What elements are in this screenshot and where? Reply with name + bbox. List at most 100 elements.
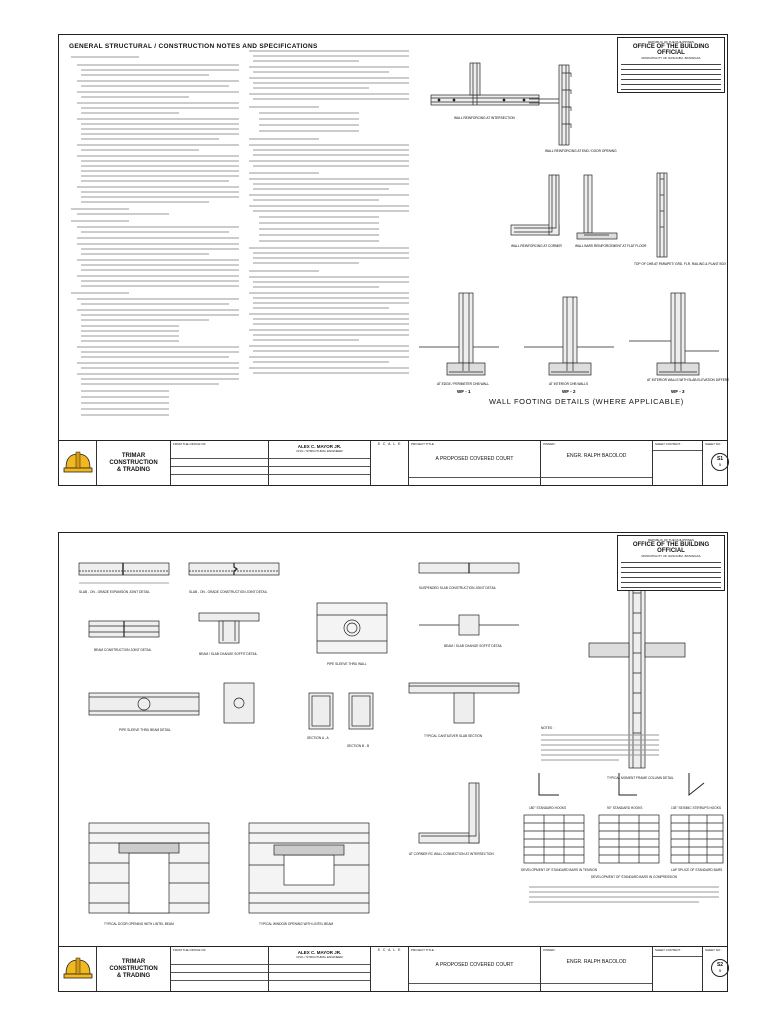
company-line-1: TRIMAR	[121, 958, 146, 965]
sheet-content-label: SHEET CONTENT :	[655, 442, 682, 446]
detail-label-7: AT INTERIOR WALLS WITH SLAB ELEVATION DI…	[647, 378, 729, 382]
company-line-2: CONSTRUCTION	[109, 965, 158, 972]
moment-frame-column	[588, 557, 686, 769]
detail-label-2-0: SLAB - ON - GRADE EXPANSION JOINT DETAIL	[79, 590, 150, 594]
sheet-number-badge-2: S2 5	[711, 959, 729, 977]
detail-label-2-8: TYPICAL CANTILEVER SLAB SECTION	[424, 734, 483, 738]
wall-reinforcing-end	[529, 64, 572, 146]
sheet-number-badge: S1 5	[711, 453, 729, 471]
sheet-number-cell-2: SHEET NO : S2 5	[703, 947, 729, 991]
slab-expansion-joint	[78, 562, 170, 584]
detail-label-2-6: BEAM / SLAB CHANGE SOFFIT DETAIL	[444, 644, 503, 648]
sheet-number: S1	[716, 456, 724, 462]
title-block: TRIMAR CONSTRUCTION & TRADING FROM THE O…	[59, 440, 729, 485]
detail-label-2-17: 90° STANDARD HOOKS	[607, 806, 642, 810]
scale-cell: S C A L E	[371, 441, 409, 485]
project-label-2: PROJECT TITLE :	[411, 948, 436, 952]
hardhat-icon	[63, 957, 92, 979]
window-opening-lintel	[248, 822, 370, 914]
detail-label-2-20: DEVELOPMENT OF STANDARD BARS IN COMPRESS…	[591, 875, 678, 879]
hook-tables	[523, 773, 724, 864]
sheet-number-label-2: SHEET NO :	[705, 948, 722, 952]
sheet-content-label-2: SHEET CONTENT :	[655, 948, 682, 952]
detail-label-2-10: TYPICAL DOOR OPENING WITH LINTEL BEAM	[104, 922, 174, 926]
owner-name: ENGR. RALPH BACOLOD	[566, 453, 627, 459]
office-title: OFFICE OF THE BUILDING OFFICIAL	[632, 44, 710, 57]
company-logo-2	[59, 947, 97, 991]
owner-cell-2: OWNER : ENGR. RALPH BACOLOD	[541, 947, 653, 991]
detail-label-2-18: 135° SEISMIC STIRRUPS HOOKS	[671, 806, 721, 810]
sheet-total: 5	[718, 462, 722, 467]
sheet-content-cell-2: SHEET CONTENT :	[653, 947, 703, 991]
pipe-sleeve-wall	[316, 602, 388, 654]
building-official-box: REPUBLIC OF THE PHILIPPINES OFFICE OF TH…	[617, 37, 725, 94]
owner-cell: OWNER : ENGR. RALPH BACOLOD	[541, 441, 653, 485]
office-label: FROM THE OFFICE OF:	[173, 442, 207, 446]
sheet-content-cell: SHEET CONTENT :	[653, 441, 703, 485]
project-name-2: A PROPOSED COVERED COURT	[435, 962, 514, 968]
detail-label-2-9: TYPICAL MOMENT FRAME COLUMN DETAIL	[607, 776, 674, 780]
wall-reinforcing-intersection	[430, 62, 540, 106]
parapet-top-detail	[656, 172, 668, 258]
sheet-number-2: S2	[716, 962, 724, 968]
prepared-name: ALEX C. MAYOR JR.	[297, 444, 342, 449]
detail-label-6: AT INTERIOR CHB WALLS	[549, 382, 588, 386]
notes-title: GENERAL STRUCTURAL / CONSTRUCTION NOTES …	[69, 43, 318, 50]
scale-cell-2: S C A L E	[371, 947, 409, 991]
office-cell-2: FROM THE OFFICE OF:	[171, 947, 269, 991]
building-official-box-2: REPUBLIC OF THE PHILIPPINES OFFICE OF TH…	[617, 535, 725, 592]
republic-label: REPUBLIC OF THE PHILIPPINES	[647, 40, 695, 44]
wall-reinforcing-corner	[510, 174, 560, 236]
notes-column-left	[71, 56, 239, 416]
corner-rc-wall-connection	[418, 782, 480, 844]
wall-bars-flat-floor	[576, 174, 618, 240]
scale-label: S C A L E	[377, 442, 402, 446]
detail-label-2-14: SECTION B - B	[347, 744, 369, 748]
detail-label-2-4: PIPE SLEEVE THRU WALL	[327, 662, 367, 666]
notes-column-middle	[249, 50, 409, 374]
prepared-role-2: CIVIL / STRUCTURAL ENGINEER	[296, 955, 343, 959]
drawing-sheet-2: SLAB - ON - GRADE EXPANSION JOINT DETAIL…	[58, 532, 729, 992]
beam-slab-soffit	[198, 612, 260, 644]
detail-label-2-7: PIPE SLEEVE THRU BEAM DETAIL	[119, 728, 171, 732]
cantilever-slab	[408, 682, 520, 724]
detail-label-10: WF - 3	[671, 389, 685, 394]
beam-construction-joint	[88, 620, 160, 638]
footing-wf2	[524, 296, 614, 376]
owner-label-2: OWNER :	[543, 948, 557, 952]
owner-name-2: ENGR. RALPH BACOLOD	[566, 959, 627, 965]
company-line-3: & TRADING	[116, 466, 151, 473]
company-logo	[59, 441, 97, 485]
detail-label-2: WALL REINFORCING AT CORNER	[511, 244, 563, 248]
detail-label-9: WF - 2	[562, 389, 576, 394]
scale-label-2: S C A L E	[377, 948, 402, 952]
sheet-number-cell: SHEET NO : S1 5	[703, 441, 729, 485]
detail-label-2-21: LAP SPLICE OF STANDARD BARS	[671, 868, 722, 872]
detail-label-2-13: SECTION A - A	[307, 736, 329, 740]
detail-label-2-19: DEVELOPMENT OF STANDARD BARS IN TENSION	[521, 868, 598, 872]
detail-label-2-12: AT CORNER RC WALL CONNECTION AT INTERSEC…	[409, 852, 494, 856]
detail-label-2-2: BEAM CONSTRUCTION JOINT DETAIL	[94, 648, 152, 652]
company-line-1: TRIMAR	[121, 452, 146, 459]
detail-label-4: TOP OF CHB AT PARAPET/ GRD. FLR. RAILING…	[634, 262, 727, 266]
footing-wf3	[629, 292, 719, 376]
slab-construction-joint	[188, 562, 280, 576]
section-b-b	[348, 692, 374, 730]
detail-label-2-1: SLAB - ON - GRADE CONSTRUCTION JOINT DET…	[189, 590, 268, 594]
office-cell: FROM THE OFFICE OF:	[171, 441, 269, 485]
drawing-sheet-1: WALL REINFORCING AT INTERSECTION WALL RE…	[58, 34, 729, 486]
detail-label-2-11: TYPICAL WINDOW OPENING WITH LINTEL BEAM	[259, 922, 333, 926]
detail-label-2-3: BEAM / SLAB CHANGE SOFFIT DETAIL	[199, 652, 258, 656]
door-opening-lintel	[88, 822, 210, 914]
pipe-sleeve-beam	[88, 682, 255, 724]
detail-label-2-15: NOTES :	[541, 726, 554, 730]
project-cell: PROJECT TITLE : A PROPOSED COVERED COURT	[409, 441, 541, 485]
prepared-name-2: ALEX C. MAYOR JR.	[297, 950, 342, 955]
prepared-by-cell-2: ALEX C. MAYOR JR. CIVIL / STRUCTURAL ENG…	[269, 947, 371, 991]
republic-label-2: REPUBLIC OF THE PHILIPPINES	[647, 538, 695, 542]
office-title-2: OFFICE OF THE BUILDING OFFICIAL	[632, 542, 710, 555]
prepared-role: CIVIL / STRUCTURAL ENGINEER	[296, 449, 343, 453]
company-name-2: TRIMAR CONSTRUCTION & TRADING	[97, 947, 171, 991]
footing-wf1	[419, 292, 499, 376]
sheet-total-2: 5	[718, 968, 722, 973]
